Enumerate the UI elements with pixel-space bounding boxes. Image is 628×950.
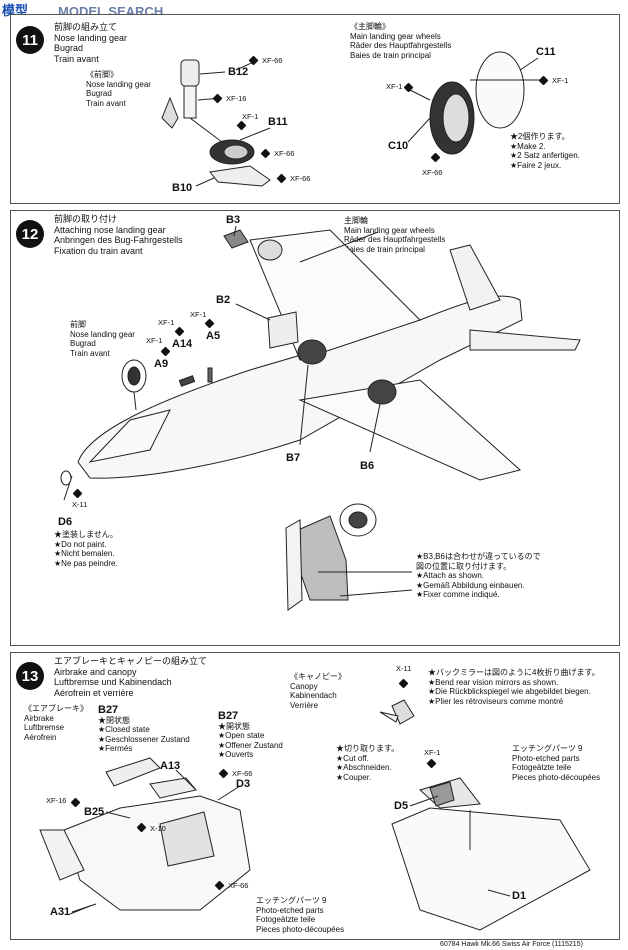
part-b7: B7 — [286, 452, 301, 464]
part-d6: D6 — [58, 516, 73, 528]
paint-code: XF-1 — [424, 748, 441, 757]
attach-note: ★B3,B6は合わせが違っているので図の位置に取り付けます。 ★Attach a… — [416, 552, 541, 599]
part-b11: B11 — [268, 116, 288, 128]
paint-code: X-11 — [396, 664, 412, 673]
paint-code: X-11 — [72, 500, 88, 509]
paint-code: XF-66 — [422, 168, 443, 177]
step11-note: ★2個作ります。★Make 2. ★2 Satz anfertigen.★Fai… — [510, 132, 580, 170]
part-b3: B3 — [226, 214, 241, 226]
footer-code: 60784 Hawk Mk.66 Swiss Air Force (111521… — [440, 941, 583, 948]
paint-code: XF-66 — [274, 149, 295, 158]
paint-code: XF-1 — [190, 310, 207, 319]
part-d5: D5 — [394, 800, 409, 812]
paint-code: XF-16 — [46, 796, 67, 805]
part-a5: A5 — [206, 330, 221, 342]
paint-code: XF-1 — [242, 112, 259, 121]
paint-code: XF-66 — [228, 881, 249, 890]
paint-code: XF-66 — [262, 56, 283, 65]
mirror-note: ★バックミラーは図のように4枚折り曲げます。★Bend rear vision … — [428, 668, 600, 706]
closed-state-label: B27 ★閉状態★Closed state ★Geschlossener Zus… — [98, 704, 190, 753]
part-c11: C11 — [536, 46, 556, 58]
paint-code: XF-66 — [290, 174, 311, 183]
part-a14: A14 — [172, 338, 193, 350]
part-b12: B12 — [228, 66, 249, 78]
part-a9: A9 — [154, 358, 169, 370]
step12-number: 12 — [16, 220, 44, 248]
paint-code: XF-1 — [552, 76, 569, 85]
part-b2: B2 — [216, 294, 231, 306]
part-a13: A13 — [160, 760, 181, 772]
paint-code: XF-16 — [226, 94, 247, 103]
paint-code: XF-1 — [146, 336, 163, 345]
step11-number: 11 — [16, 26, 44, 54]
paint-code: XF-1 — [386, 82, 403, 91]
paint-code: XF-66 — [232, 769, 253, 778]
part-a31: A31 — [50, 906, 71, 918]
part-d3: D3 — [236, 778, 251, 790]
cut-note: ★切り取ります。★Cut off. ★Abschneiden.★Couper. — [336, 744, 400, 782]
paint-code: XF-1 — [158, 318, 175, 327]
open-state-label: B27 ★開状態★Open state ★Offener Zustand★Ouv… — [218, 710, 283, 759]
part-b25: B25 — [84, 806, 105, 818]
part-b6: B6 — [360, 460, 375, 472]
part-b10: B10 — [172, 182, 193, 194]
paint-code: X-10 — [150, 824, 166, 833]
d6-note: ★塗装しません。★Do not paint. ★Nicht bemalen.★N… — [54, 530, 118, 568]
step13-number: 13 — [16, 662, 44, 690]
part-d1: D1 — [512, 890, 527, 902]
part-c10: C10 — [388, 140, 409, 152]
step11-main-title: 《主脚輪》Main landing gear wheels Räder des … — [350, 22, 452, 60]
